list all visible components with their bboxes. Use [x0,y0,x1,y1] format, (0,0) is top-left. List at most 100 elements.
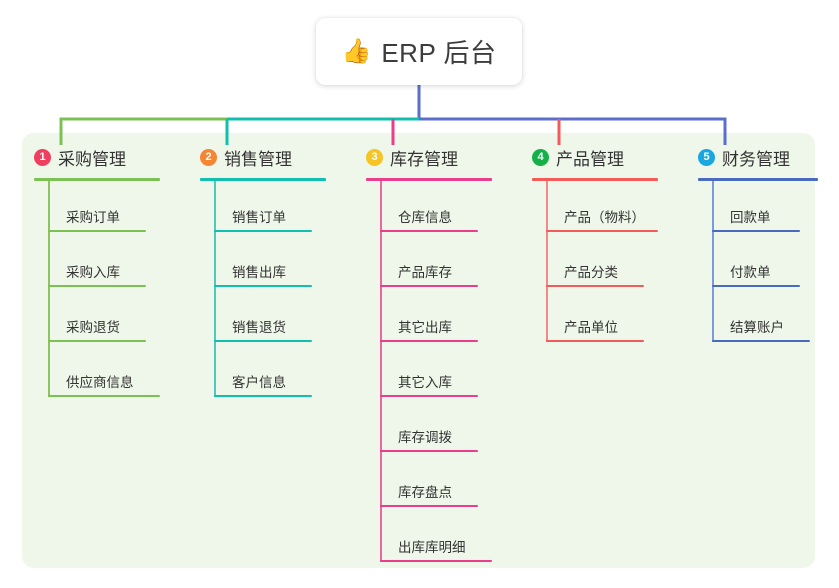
root-node[interactable]: 👍 ERP 后台 [316,18,522,85]
branch-item-underline [48,285,146,287]
branch-items: 销售订单销售出库销售退货客户信息 [188,181,348,401]
branch-item-label: 销售退货 [232,320,286,335]
branch-header-3[interactable]: 3 库存管理 [354,145,514,169]
branch-item-label: 产品单位 [564,320,618,335]
branch-item-label: 库存调拨 [398,430,452,445]
branch-item-label: 销售出库 [232,265,286,280]
branch-items: 仓库信息产品库存其它出库其它入库库存调拨库存盘点出库库明细 [354,181,514,566]
branch-item-label: 销售订单 [232,210,286,225]
branch-item-underline [546,340,644,342]
branch-stem [214,181,216,397]
branch-item[interactable]: 产品单位 [520,291,680,346]
branch-title: 采购管理 [58,149,126,169]
branch-item-underline [48,340,146,342]
branch-item[interactable]: 销售出库 [188,236,348,291]
branch-item-underline [48,230,146,232]
branch-item[interactable]: 产品库存 [354,236,514,291]
branch-items: 采购订单采购入库采购退货供应商信息 [22,181,182,401]
branch-stem [380,181,382,562]
branch-item-underline [380,230,478,232]
branch-item-underline [214,340,312,342]
branch-items: 产品（物料） 产品分类产品单位 [520,181,680,346]
branch-header-5[interactable]: 5 财务管理 [686,145,836,169]
branch-title: 财务管理 [722,149,790,169]
branch-header-4[interactable]: 4 产品管理 [520,145,680,169]
branch-item-label: 其它入库 [398,375,452,390]
branch-header-2[interactable]: 2 销售管理 [188,145,348,169]
branch-item[interactable]: 产品分类 [520,236,680,291]
branch-item[interactable]: 客户信息 [188,346,348,401]
branches-background-panel [22,133,815,568]
branch-item-label: 客户信息 [232,375,286,390]
branch-number-badge: 4 [532,148,549,166]
branch-column-2: 2 销售管理销售订单销售出库销售退货客户信息 [188,145,348,401]
branch-underline [200,178,326,181]
branch-item-label: 采购入库 [66,265,120,280]
branch-item-underline [214,395,312,397]
branch-item[interactable]: 其它入库 [354,346,514,401]
branch-item-label: 采购退货 [66,320,120,335]
branch-stem [546,181,548,342]
branch-item[interactable]: 采购入库 [22,236,182,291]
branch-item-underline [712,230,800,232]
branch-item-underline [380,340,478,342]
branch-item[interactable]: 回款单 [686,181,836,236]
branch-item-label: 仓库信息 [398,210,452,225]
branch-item[interactable]: 销售退货 [188,291,348,346]
branch-stem [712,181,714,342]
branch-item-label: 出库库明细 [398,540,466,555]
branch-item-underline [712,340,810,342]
branch-item[interactable]: 供应商信息 [22,346,182,401]
branch-item-underline [380,505,478,507]
branch-number-badge: 1 [34,148,51,166]
branch-item-label: 产品（物料） [564,210,645,225]
branch-number-badge: 5 [698,148,715,166]
branch-item-label: 结算账户 [730,320,784,335]
branch-item-underline [712,285,800,287]
branch-item-label: 其它出库 [398,320,452,335]
branch-number-badge: 3 [366,148,383,166]
branch-title: 销售管理 [224,149,292,169]
root-node-content: 👍 ERP 后台 [341,33,496,70]
branch-item-underline [546,230,658,232]
branch-item[interactable]: 付款单 [686,236,836,291]
branch-item[interactable]: 采购订单 [22,181,182,236]
branch-item[interactable]: 采购退货 [22,291,182,346]
branch-stem [48,181,50,397]
branch-column-5: 5 财务管理回款单付款单结算账户 [686,145,836,346]
branch-column-1: 1 采购管理采购订单采购入库采购退货供应商信息 [22,145,182,401]
branch-item[interactable]: 库存调拨 [354,401,514,456]
branch-item[interactable]: 产品（物料） [520,181,680,236]
branch-items: 回款单付款单结算账户 [686,181,836,346]
branch-item-label: 付款单 [730,265,771,280]
branch-item-label: 采购订单 [66,210,120,225]
branch-column-3: 3 库存管理仓库信息产品库存其它出库其它入库库存调拨库存盘点出库库明细 [354,145,514,566]
branch-header-1[interactable]: 1 采购管理 [22,145,182,169]
branch-item-underline [214,285,312,287]
branch-item-label: 产品分类 [564,265,618,280]
branch-item[interactable]: 库存盘点 [354,456,514,511]
branch-underline [366,178,492,181]
branch-item-underline [48,395,160,397]
branch-item[interactable]: 仓库信息 [354,181,514,236]
thumbs-up-icon: 👍 [341,37,372,65]
root-node-title: ERP 后台 [381,38,497,68]
branch-item-underline [380,395,478,397]
branch-item-underline [380,450,478,452]
branch-number-badge: 2 [200,148,217,166]
branch-title: 产品管理 [556,149,624,169]
branch-item-label: 库存盘点 [398,485,452,500]
branch-item-underline [380,560,492,562]
branch-item-underline [380,285,478,287]
branch-title: 库存管理 [390,149,458,169]
branch-underline [34,178,160,181]
branch-item-underline [214,230,312,232]
branch-item[interactable]: 结算账户 [686,291,836,346]
branch-item-underline [546,285,644,287]
branch-item[interactable]: 销售订单 [188,181,348,236]
branch-item-label: 产品库存 [398,265,452,280]
branch-item[interactable]: 出库库明细 [354,511,514,566]
branch-underline [698,178,818,181]
branch-item[interactable]: 其它出库 [354,291,514,346]
branch-item-label: 供应商信息 [66,375,134,390]
